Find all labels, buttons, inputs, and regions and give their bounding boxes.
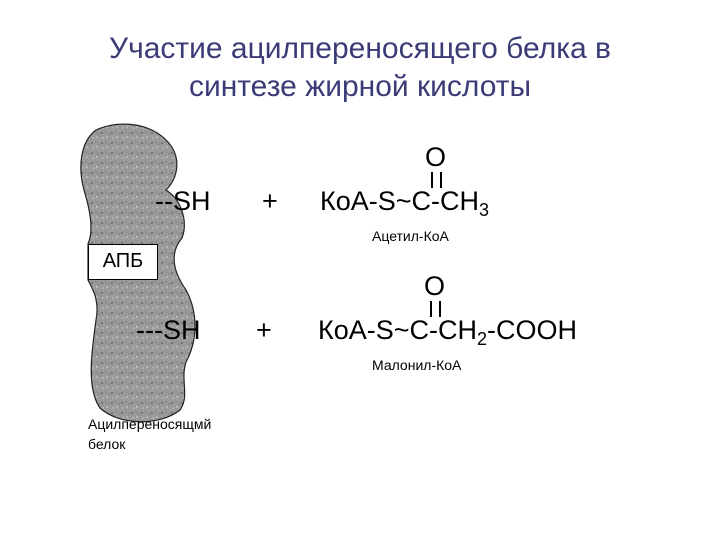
protein-caption: Ацилпереносящмй белок bbox=[88, 414, 211, 454]
malonyl-coa-formula-tail: -COOH bbox=[487, 315, 578, 345]
carbonyl-oxygen-2: O bbox=[424, 271, 446, 301]
title-line-2: синтезе жирной кислоты bbox=[188, 70, 532, 103]
malonyl-coa-formula-main: КоА-S~C-CH bbox=[318, 315, 478, 345]
malonyl-coa-name: Малонил-КоА bbox=[372, 357, 462, 373]
thiol-group-1: --SH bbox=[155, 186, 211, 216]
title-line-1: Участие ацилпереносящего белка в bbox=[109, 32, 611, 65]
carbonyl-oxygen-1: O bbox=[425, 142, 447, 172]
acetyl-coa-formula: КоА-S~C-CH3 bbox=[320, 186, 489, 221]
protein-caption-line-1: Ацилпереносящмй bbox=[88, 416, 212, 432]
apb-label-box: АПБ bbox=[88, 244, 158, 280]
malonyl-coa-formula: КоА-S~C-CH2-COOH bbox=[318, 315, 577, 350]
double-bond-2 bbox=[430, 301, 441, 317]
acetyl-coa-name: Ацетил-КоА bbox=[372, 228, 449, 244]
thiol-group-2: ---SH bbox=[136, 315, 201, 345]
plus-sign-2: + bbox=[256, 315, 272, 345]
double-bond-1 bbox=[431, 172, 442, 188]
acetyl-coa-formula-subscript: 3 bbox=[479, 200, 490, 220]
protein-caption-line-2: белок bbox=[88, 436, 126, 452]
acetyl-coa-formula-main: КоА-S~C-CH bbox=[320, 186, 480, 216]
slide-title: Участие ацилпереносящего белка в синтезе… bbox=[0, 30, 720, 106]
plus-sign-1: + bbox=[262, 186, 278, 216]
malonyl-coa-formula-subscript: 2 bbox=[477, 329, 488, 349]
